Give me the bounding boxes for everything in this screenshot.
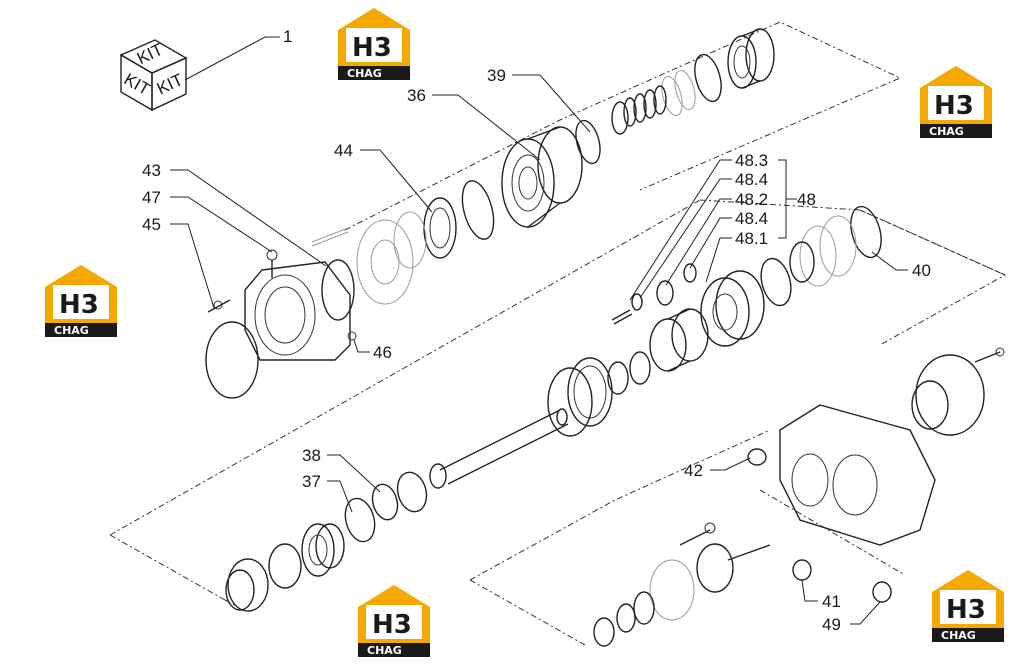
kit-label-right: KIT xyxy=(154,70,186,98)
svg-text:CHAG: CHAG xyxy=(347,67,382,80)
callout-43: 43 xyxy=(142,161,161,180)
brand-logo-watermark: H3 CHAG xyxy=(932,570,1004,642)
cover-housing xyxy=(205,249,357,399)
callout-38: 38 xyxy=(302,446,321,465)
callout-labels: 1 39 36 44 43 47 45 46 48.3 48.4 48.2 48… xyxy=(142,27,931,634)
callout-46: 46 xyxy=(373,343,392,362)
brand-logo-watermark: H3 CHAG xyxy=(358,585,430,657)
callout-48-3: 48.3 xyxy=(735,151,768,170)
callout-37: 37 xyxy=(302,472,321,491)
planetary-parts xyxy=(547,205,882,437)
svg-text:CHAG: CHAG xyxy=(941,629,976,642)
upper-shaft-parts xyxy=(311,28,775,305)
callout-49: 49 xyxy=(822,615,841,634)
callout-45: 45 xyxy=(142,215,161,234)
svg-text:CHAG: CHAG xyxy=(367,644,402,657)
svg-text:CHAG: CHAG xyxy=(54,324,89,337)
leader-lines xyxy=(170,36,908,625)
callout-48-4a: 48.4 xyxy=(735,170,768,189)
callout-48-2: 48.2 xyxy=(735,190,768,209)
assembly-axis-lines xyxy=(109,21,1007,646)
kit-box-icon: KIT KIT KIT xyxy=(119,39,188,112)
callout-36: 36 xyxy=(407,86,426,105)
callout-48-4b: 48.4 xyxy=(735,209,768,228)
brand-logo-watermark: H3 CHAG xyxy=(338,8,410,80)
svg-text:CHAG: CHAG xyxy=(929,125,964,138)
svg-text:H3: H3 xyxy=(934,91,974,121)
right-housing-parts xyxy=(593,347,1005,647)
callout-41: 41 xyxy=(822,592,841,611)
svg-text:H3: H3 xyxy=(59,290,99,320)
callout-48: 48 xyxy=(797,190,816,209)
callout-44: 44 xyxy=(334,141,353,160)
callout-40: 40 xyxy=(912,261,931,280)
callout-47: 47 xyxy=(142,188,161,207)
brand-logo-watermark: H3 CHAG xyxy=(45,265,117,337)
callout-42: 42 xyxy=(684,461,703,480)
callout-1: 1 xyxy=(283,27,292,46)
main-shaft-parts xyxy=(225,408,569,612)
callout-48-1: 48.1 xyxy=(735,229,768,248)
brand-logo-watermark: H3 CHAG xyxy=(920,66,992,138)
svg-text:H3: H3 xyxy=(946,595,986,625)
svg-text:H3: H3 xyxy=(372,610,412,640)
svg-text:H3: H3 xyxy=(352,33,392,63)
callout-39: 39 xyxy=(487,66,506,85)
